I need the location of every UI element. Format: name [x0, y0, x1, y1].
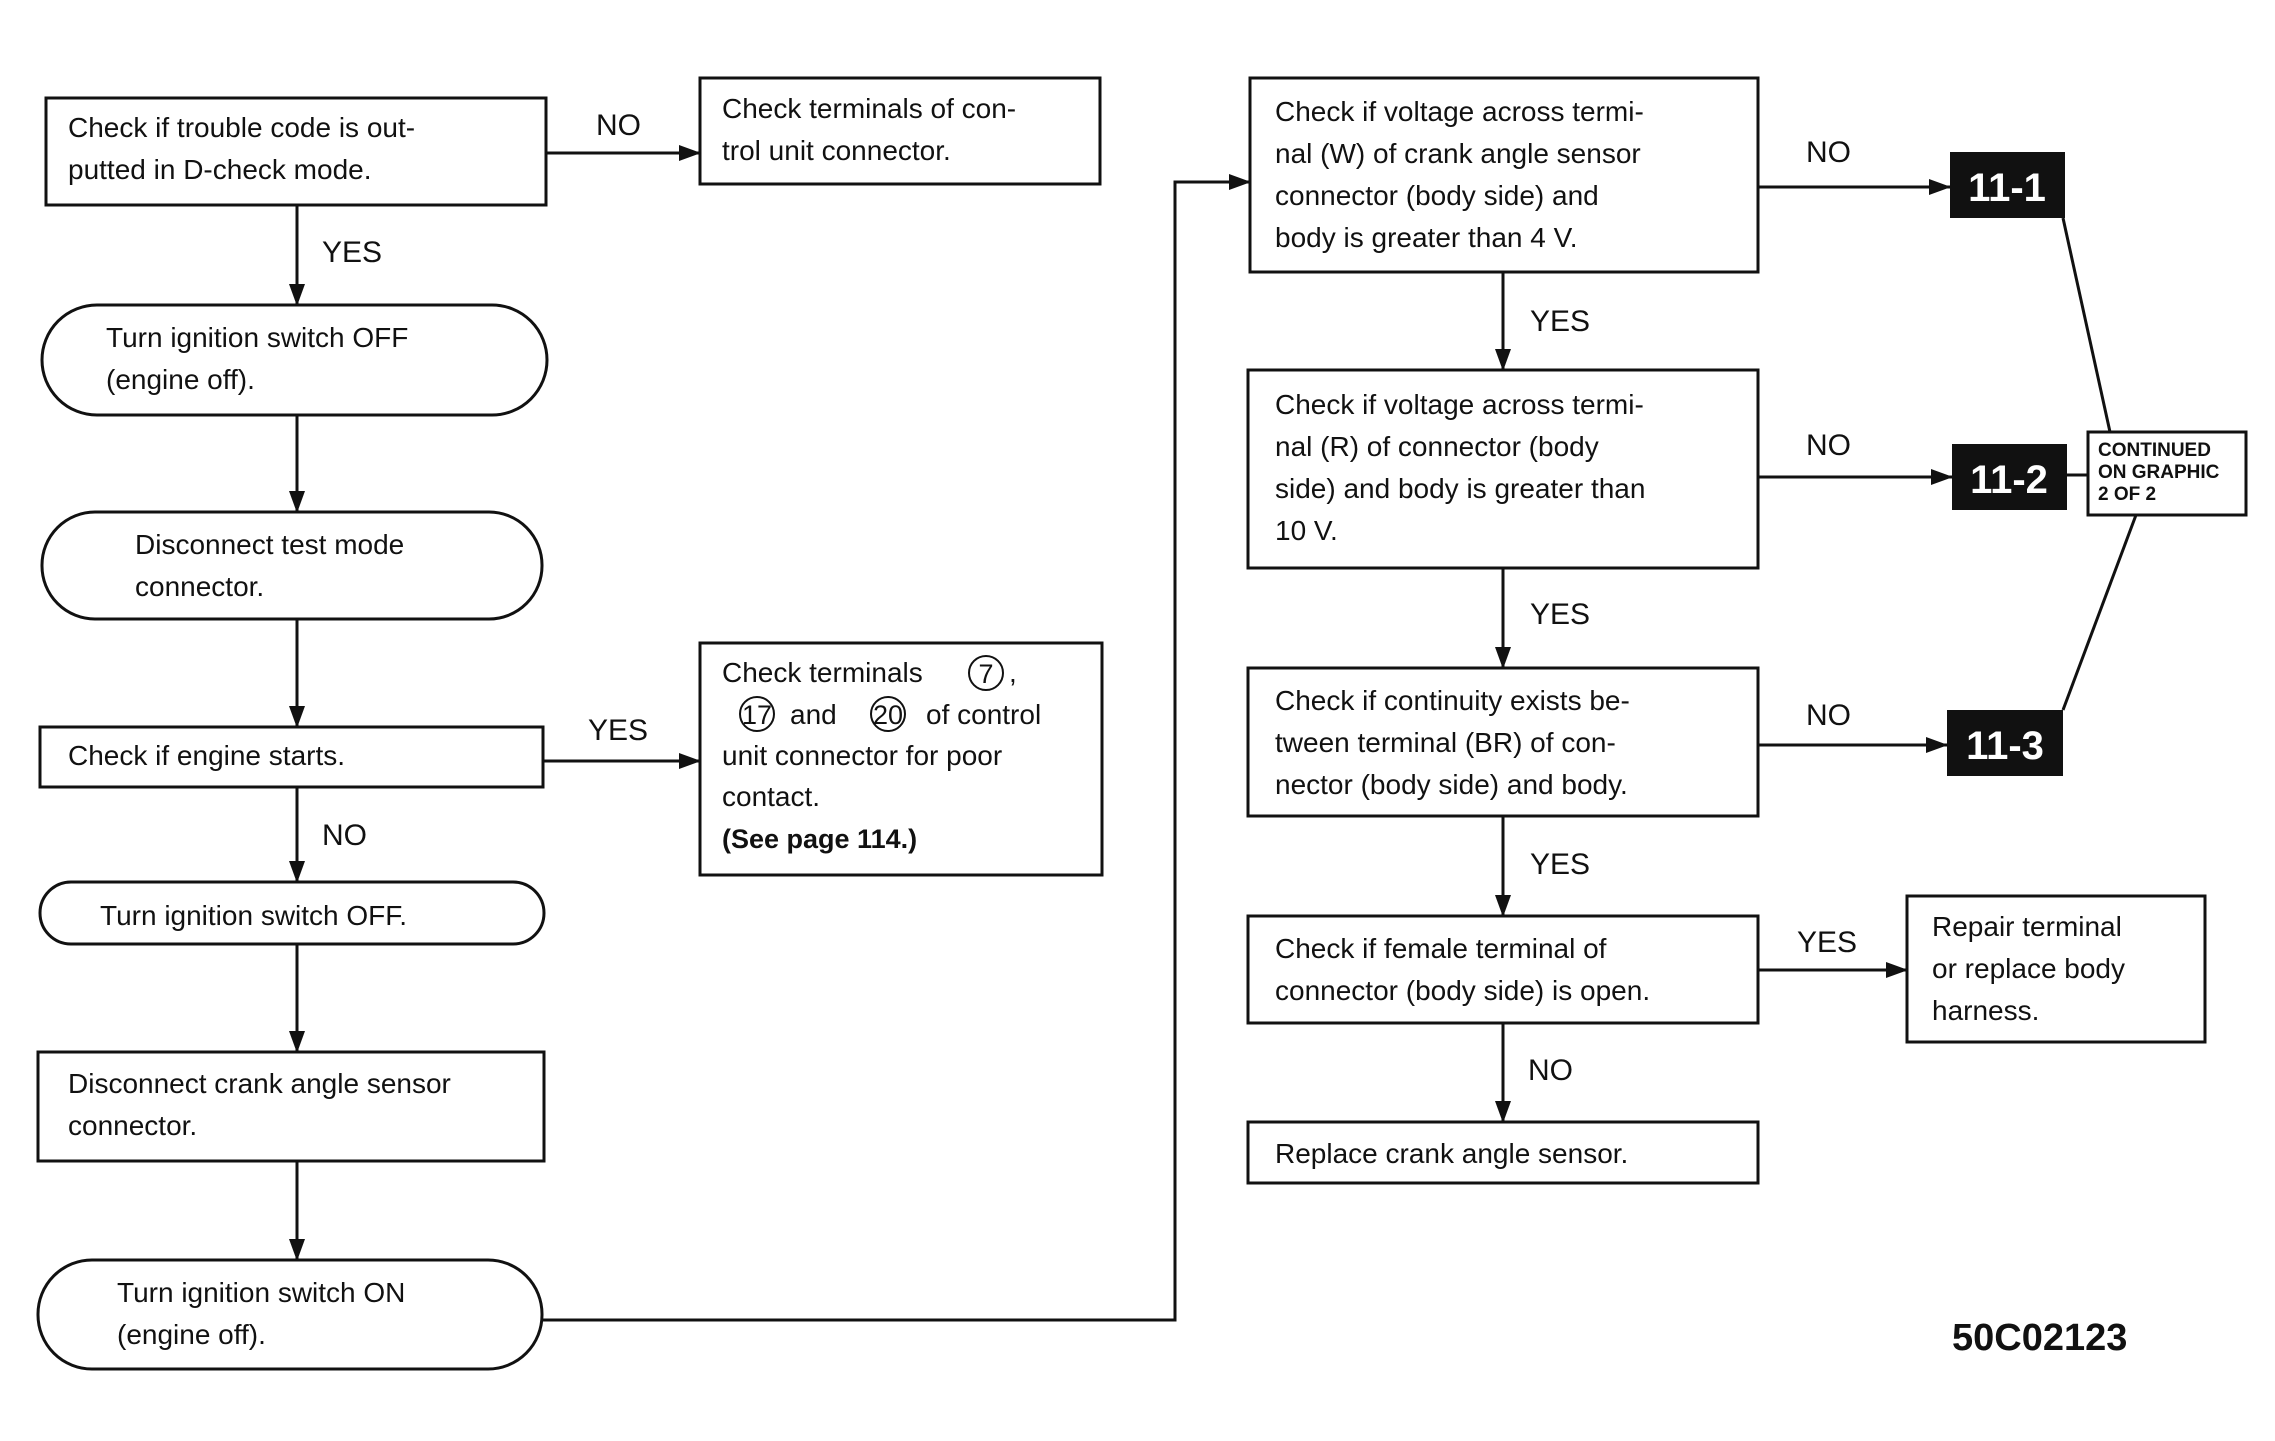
node-text-line: connector. — [68, 1110, 197, 1141]
node-text-line: Check if female terminal of — [1275, 933, 1607, 964]
node-text-line: Turn ignition switch OFF. — [100, 900, 407, 931]
edge-label-yes: YES — [1530, 848, 1590, 881]
edge-label-yes: YES — [322, 236, 382, 269]
node-text-line: Check if trouble code is out- — [68, 112, 415, 143]
edge-label-no: NO — [1806, 136, 1851, 169]
node-check-voltage-w-terminal: Check if voltage across termi- nal (W) o… — [1248, 76, 1760, 274]
node-replace-crank-angle-sensor: Replace crank angle sensor. — [1246, 1120, 1760, 1185]
node-text-line: Turn ignition switch ON — [117, 1277, 405, 1308]
node-text-line: Check if engine starts. — [68, 740, 345, 771]
node-text-line: Disconnect test mode — [135, 529, 404, 560]
edge-label-yes: YES — [1530, 598, 1590, 631]
continued-on-graphic-box: CONTINUED ON GRAPHIC 2 OF 2 — [2086, 430, 2248, 517]
circled-number-icon — [870, 696, 906, 732]
node-text-line: Check if voltage across termi- — [1275, 96, 1644, 127]
node-text-line: (engine off). — [106, 364, 255, 395]
node-text-line: Replace crank angle sensor. — [1275, 1138, 1628, 1169]
node-text-line: Check if voltage across termi- — [1275, 389, 1644, 420]
node-text-line: (engine off). — [117, 1319, 266, 1350]
node-text-line: tween terminal (BR) of con- — [1275, 727, 1616, 758]
edge-label-yes: YES — [1797, 926, 1857, 959]
node-check-female-terminal: Check if female terminal of connector (b… — [1246, 914, 1760, 1025]
node-text-line: and — [790, 699, 837, 730]
node-text-line: Check terminals of con- — [722, 93, 1016, 124]
node-text-line: 10 V. — [1275, 515, 1338, 546]
node-text-line: connector (body side) and — [1275, 180, 1599, 211]
node-text-line: Disconnect crank angle sensor — [68, 1068, 451, 1099]
tag-label: 11-3 — [1966, 724, 2044, 768]
edge-label-no: NO — [1528, 1054, 1573, 1087]
edge-label-no: NO — [322, 819, 367, 852]
node-text-line: Check terminals — [722, 657, 923, 688]
node-turn-ignition-off: Turn ignition switch OFF. — [38, 880, 546, 946]
circled-number: 17 — [742, 700, 772, 730]
edge-label-no: NO — [1806, 699, 1851, 732]
node-text-line: connector. — [135, 571, 264, 602]
node-turn-ignition-off-engine-off: Turn ignition switch OFF (engine off). — [40, 303, 549, 417]
node-text-line: , — [1009, 657, 1017, 688]
edge-label-yes: YES — [1530, 305, 1590, 338]
circled-number: 20 — [873, 700, 903, 730]
connector-line — [2061, 217, 2112, 433]
edge-label-no: NO — [1806, 429, 1851, 462]
node-text-line: nal (W) of crank angle sensor — [1275, 138, 1641, 169]
tag-label: 11-1 — [1968, 166, 2046, 210]
node-disconnect-crank-angle-sensor: Disconnect crank angle sensor connector. — [36, 1050, 546, 1163]
tag-11-1: 11-1 — [1950, 152, 2065, 218]
node-disconnect-test-mode: Disconnect test mode connector. — [40, 510, 544, 621]
edge-label-no: NO — [596, 109, 641, 142]
circled-number-icon — [739, 696, 775, 732]
tag-11-3: 11-3 — [1947, 710, 2063, 776]
node-text-line: trol unit connector. — [722, 135, 951, 166]
tag-11-2: 11-2 — [1952, 444, 2067, 510]
continued-text: ON GRAPHIC — [2098, 462, 2220, 483]
continued-text: CONTINUED — [2098, 440, 2211, 461]
connector-line — [2061, 514, 2138, 711]
node-check-trouble-code: Check if trouble code is out- putted in … — [44, 96, 548, 207]
node-text-line: connector (body side) is open. — [1275, 975, 1650, 1006]
figure-code: 50C02123 — [1952, 1317, 2127, 1359]
circled-number: 7 — [978, 659, 993, 689]
node-text-line: Repair terminal — [1932, 911, 2122, 942]
node-text-line: Turn ignition switch OFF — [106, 322, 408, 353]
node-text-line: body is greater than 4 V. — [1275, 222, 1578, 253]
edge-label-yes: YES — [588, 714, 648, 747]
node-check-voltage-r-terminal: Check if voltage across termi- nal (R) o… — [1246, 368, 1760, 570]
node-check-continuity-br-terminal: Check if continuity exists be- tween ter… — [1246, 666, 1760, 818]
circled-number-icon — [968, 655, 1004, 691]
node-check-terminals-poor-contact: Check terminals 7 , 17 and 20 of control… — [698, 641, 1104, 877]
node-check-terminals-control-unit: Check terminals of con- trol unit connec… — [698, 76, 1102, 186]
node-text-line: or replace body — [1932, 953, 2125, 984]
node-text-line: of control — [926, 699, 1041, 730]
node-text-line: putted in D-check mode. — [68, 154, 372, 185]
node-text-line: contact. — [722, 781, 820, 812]
node-text-line: harness. — [1932, 995, 2039, 1026]
node-text-line: Check if continuity exists be- — [1275, 685, 1630, 716]
node-note: (See page 114.) — [722, 824, 917, 854]
node-text-line: unit connector for poor — [722, 740, 1002, 771]
edge-arrow — [542, 174, 1251, 1322]
continued-text: 2 OF 2 — [2098, 484, 2156, 505]
node-repair-terminal: Repair terminal or replace body harness. — [1905, 894, 2207, 1044]
tag-label: 11-2 — [1970, 458, 2048, 502]
node-text-line: nal (R) of connector (body — [1275, 431, 1599, 462]
node-text-line: nector (body side) and body. — [1275, 769, 1628, 800]
node-check-engine-starts: Check if engine starts. — [38, 725, 545, 789]
node-text-line: side) and body is greater than — [1275, 473, 1645, 504]
node-turn-ignition-on: Turn ignition switch ON (engine off). — [36, 1258, 544, 1371]
